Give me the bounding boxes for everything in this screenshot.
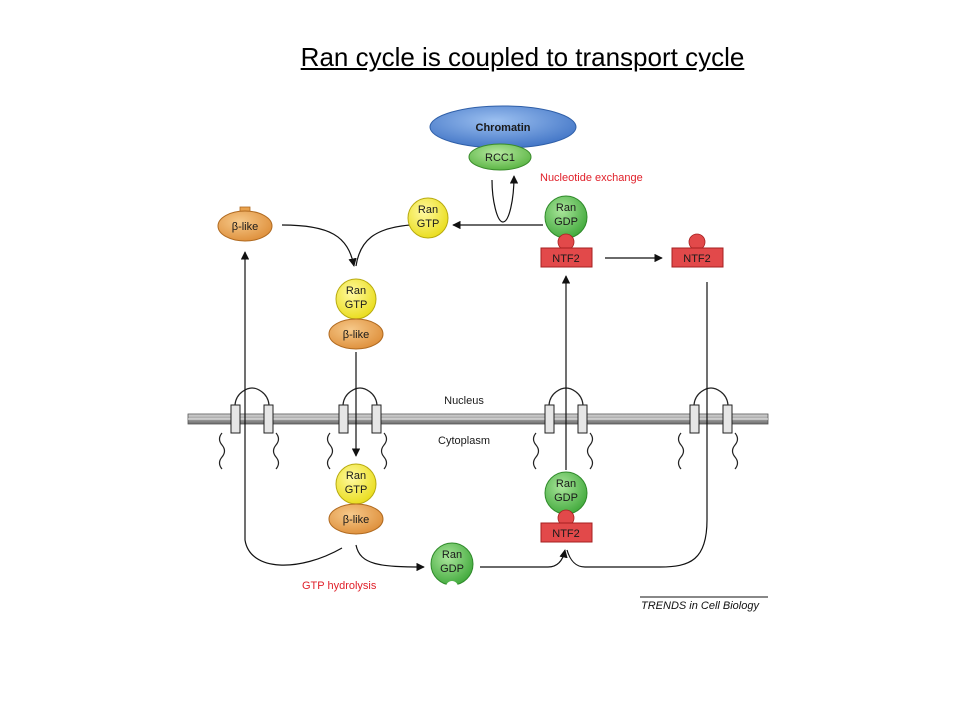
ran-label: Ran — [418, 204, 438, 216]
ran-gtp-beta-like-nucleus: Ran GTP β-like — [328, 278, 384, 350]
beta-like-label: β-like — [232, 221, 259, 233]
gdp-label: GDP — [440, 563, 464, 575]
beta-like-label: β-like — [343, 329, 370, 341]
ran-gtp-beta-like-cytoplasm: Ran GTP β-like — [328, 463, 384, 535]
nuclear-pore-4 — [677, 387, 739, 470]
nuclear-envelope — [187, 413, 769, 425]
nuclear-pore-3 — [532, 387, 594, 470]
ran-label: Ran — [346, 470, 366, 482]
chromatin-label: Chromatin — [476, 122, 531, 134]
chromatin: Chromatin — [429, 105, 577, 149]
ran-gdp-ntf2-nucleus: Ran GDP NTF2 — [540, 195, 593, 268]
ntf2-label: NTF2 — [552, 528, 580, 540]
ran-gtp-nucleus: Ran GTP — [407, 197, 449, 239]
ntf2-label: NTF2 — [683, 253, 711, 265]
gtp-label: GTP — [345, 299, 368, 311]
gdp-label: GDP — [554, 216, 578, 228]
ran-label: Ran — [346, 285, 366, 297]
ran-label: Ran — [556, 478, 576, 490]
beta-like-label: β-like — [343, 514, 370, 526]
pathway-arrows — [240, 175, 708, 572]
gdp-label: GDP — [554, 492, 578, 504]
slide-title: Ran cycle is coupled to transport cycle — [300, 42, 745, 72]
nuclear-pore-2 — [326, 387, 388, 470]
ntf2-label: NTF2 — [552, 253, 580, 265]
credit-label: TRENDS in Cell Biology — [641, 600, 760, 612]
gtp-label: GTP — [417, 218, 440, 230]
rcc1-label: RCC1 — [485, 152, 515, 164]
ran-label: Ran — [556, 202, 576, 214]
ran-label: Ran — [442, 549, 462, 561]
rcc1: RCC1 — [468, 143, 532, 171]
gtp-hydrolysis-label: GTP hydrolysis — [302, 580, 377, 592]
nucleus-label: Nucleus — [444, 395, 484, 407]
beta-like-free: β-like — [217, 206, 273, 242]
cytoplasm-label: Cytoplasm — [438, 435, 490, 447]
ran-gdp-ntf2-cytoplasm: Ran GDP NTF2 — [540, 471, 593, 543]
ntf2-free: NTF2 — [671, 233, 724, 268]
gtp-label: GTP — [345, 484, 368, 496]
ran-gdp-cytoplasm: Ran GDP — [430, 542, 474, 593]
nucleotide-exchange-label: Nucleotide exchange — [540, 172, 643, 184]
nuclear-pore-1 — [218, 387, 280, 470]
